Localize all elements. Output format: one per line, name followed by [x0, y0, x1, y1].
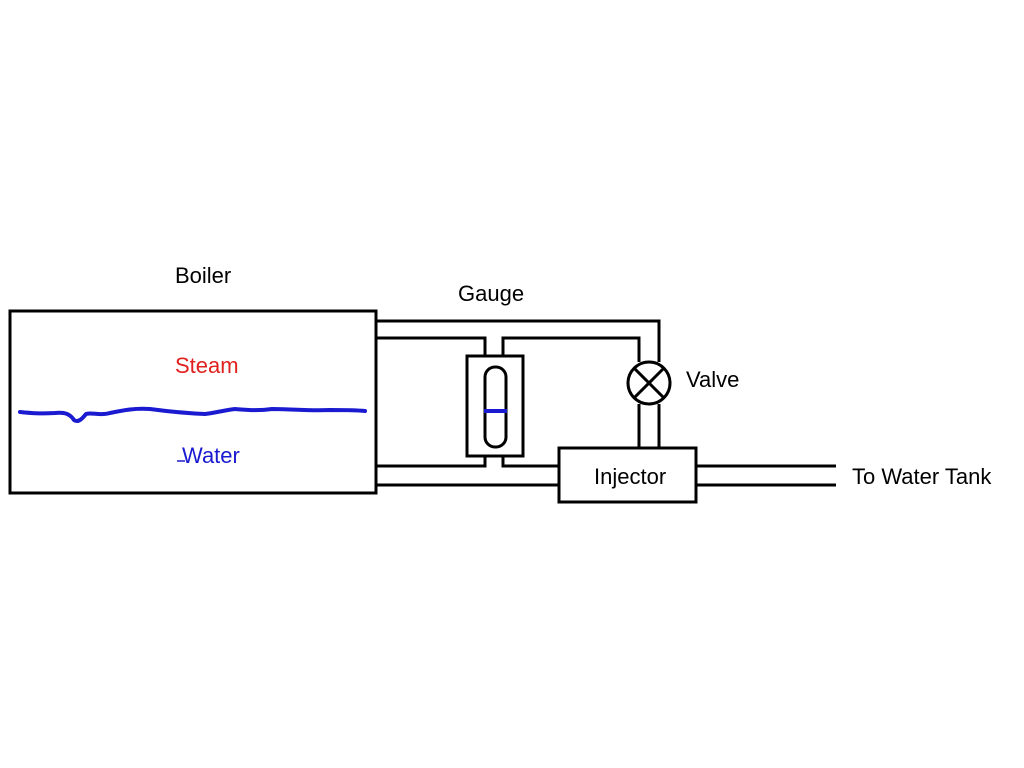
to-water-tank-label: To Water Tank [852, 464, 992, 489]
gauge-glass [483, 365, 508, 449]
gauge-label: Gauge [458, 281, 524, 306]
injector-body [557, 446, 698, 504]
boiler-label: Boiler [175, 263, 231, 288]
steam-pipe-inner-valve [501, 336, 641, 362]
water-label: Water [182, 443, 240, 468]
boiler-vessel [8, 309, 378, 495]
steam-label: Steam [175, 353, 239, 378]
steam-pipe-inner-gauge [376, 336, 487, 356]
water-level-line [18, 406, 367, 424]
valve-cross-b [632, 366, 666, 400]
injector-label: Injector [594, 464, 666, 489]
steam-pipe-outer [376, 319, 661, 362]
valve-label: Valve [686, 367, 739, 392]
water-pipe-inner-injector [501, 456, 559, 468]
water-pipe-inner-gauge [376, 456, 487, 468]
